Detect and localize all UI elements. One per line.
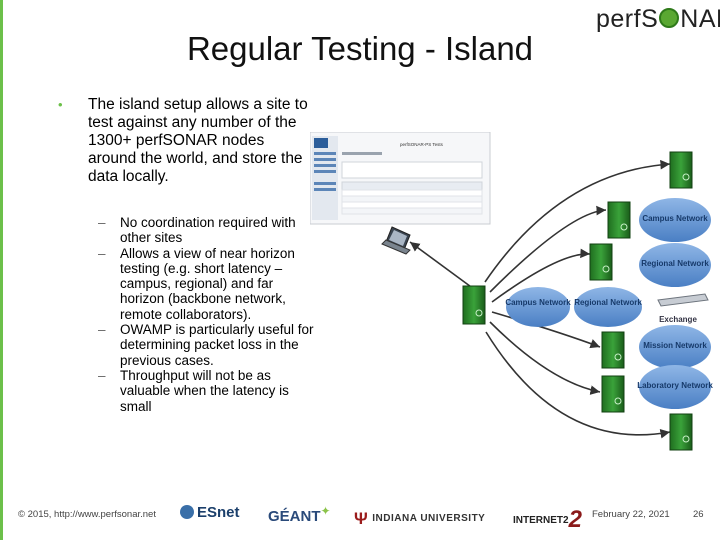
bullet-icon: • bbox=[58, 97, 63, 112]
cloud-label: Laboratory Network bbox=[637, 381, 713, 390]
cloud-label: Campus Network bbox=[505, 298, 571, 307]
footer: © 2015, http://www.perfsonar.net ESnet G… bbox=[0, 500, 720, 536]
page-number: 26 bbox=[693, 509, 704, 520]
copyright: © 2015, http://www.perfsonar.net bbox=[18, 509, 156, 520]
sub-bullet: –Throughput will not be as valuable when… bbox=[98, 367, 289, 414]
logo-globe-icon bbox=[659, 8, 680, 28]
slide-title: Regular Testing - Island bbox=[186, 30, 534, 67]
cloud-icon: Regional Network bbox=[574, 287, 642, 327]
esnet-logo: ESnet bbox=[180, 504, 240, 521]
cloud-icon: Campus Network bbox=[505, 287, 571, 327]
web-screenshot-thumbnail: perfSONAR-PS Tests bbox=[310, 132, 491, 225]
cloud-icon: Regional Network bbox=[639, 243, 711, 287]
internet2-logo: INTERNET22 bbox=[513, 506, 582, 533]
network-diagram: perfSONAR-PS Tests Campus Network Region… bbox=[310, 132, 713, 451]
cloud-icon: Campus Network bbox=[639, 198, 711, 242]
sub-bullet: –OWAMP is particularly useful for determ… bbox=[98, 322, 314, 368]
accent-bar bbox=[0, 0, 3, 540]
sub-bullet: –No coordination required with other sit… bbox=[98, 215, 296, 246]
main-bullet-text: The island setup allows a site to test a… bbox=[88, 96, 308, 185]
server-icon bbox=[607, 201, 631, 239]
cloud-icon: Laboratory Network bbox=[637, 365, 713, 409]
server-icon bbox=[589, 243, 613, 281]
slide-date: February 22, 2021 bbox=[592, 509, 670, 520]
main-bullet: • The island setup allows a site to test… bbox=[58, 96, 308, 186]
sub-bullet-text: Allows a view of near horizon testing (e… bbox=[120, 245, 295, 322]
cloud-label: Campus Network bbox=[642, 214, 708, 223]
iu-trident-icon: Ψ bbox=[354, 509, 369, 528]
cloud-label: Regional Network bbox=[574, 298, 642, 307]
esnet-globe-icon bbox=[180, 505, 194, 519]
geant-star-icon: ✦ bbox=[320, 504, 331, 518]
sub-bullet-text: No coordination required with other site… bbox=[120, 215, 296, 246]
exchange-label: Exchange bbox=[659, 315, 697, 324]
connection-arrows bbox=[409, 159, 671, 439]
sub-bullet: –Allows a view of near horizon testing (… bbox=[98, 245, 295, 322]
sub-bullet-text: OWAMP is particularly useful for determi… bbox=[120, 322, 314, 368]
geant-logo: GÉANT✦ bbox=[268, 504, 331, 525]
perfsonar-logo: perfSNAR bbox=[596, 5, 720, 33]
cloud-label: Mission Network bbox=[643, 341, 707, 350]
cloud-icon: Mission Network bbox=[639, 325, 711, 369]
server-icon bbox=[601, 375, 625, 413]
server-icon bbox=[669, 151, 693, 189]
screenshot-title: perfSONAR-PS Tests bbox=[400, 142, 444, 147]
switch-icon: Exchange bbox=[657, 293, 709, 324]
laptop-icon bbox=[381, 226, 411, 255]
sub-bullet-text: Throughput will not be as valuable when … bbox=[120, 367, 289, 414]
server-icon bbox=[669, 413, 693, 451]
server-icon bbox=[601, 331, 625, 369]
sub-bullet-list: –No coordination required with other sit… bbox=[98, 215, 320, 414]
server-icon bbox=[462, 285, 486, 325]
cloud-label: Regional Network bbox=[641, 259, 709, 268]
